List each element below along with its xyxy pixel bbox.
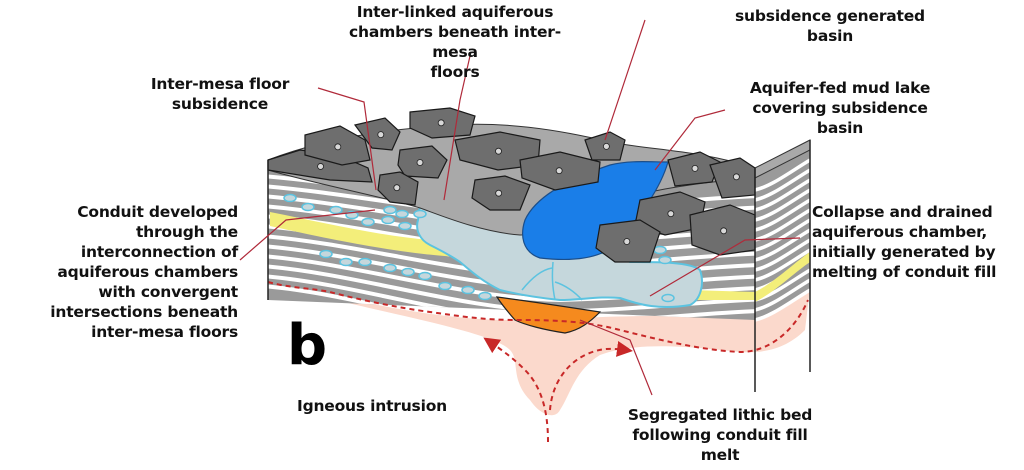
aquifer-bleb xyxy=(398,221,412,231)
strata-side-band xyxy=(754,288,811,322)
aquifer-bleb xyxy=(383,263,397,273)
label-floor-subsidence: Inter-mesa floor subsidence xyxy=(150,75,290,113)
vesicle-dot xyxy=(691,164,699,172)
panel-letter: b xyxy=(287,313,328,378)
igneous-intrusion-body xyxy=(268,280,810,416)
label-conduit: Conduit developed through the interconne… xyxy=(50,203,238,341)
yellow-bed-front xyxy=(270,212,476,258)
vesicle-dot xyxy=(377,131,385,139)
aquifer-bleb xyxy=(658,255,672,265)
strata-side-band xyxy=(754,158,811,192)
strata-band-white xyxy=(268,284,761,320)
flow-arrows xyxy=(521,261,583,301)
vesicle-dot xyxy=(334,143,342,151)
aquifer-bleb xyxy=(418,271,432,281)
strata-side-band xyxy=(754,238,811,272)
strata-side-band xyxy=(754,278,811,312)
aquifer-bleb xyxy=(329,205,343,215)
strata-band-white xyxy=(268,274,761,320)
strata-side xyxy=(754,150,811,322)
vesicle-dot xyxy=(393,184,401,192)
aquifer-blebs xyxy=(283,193,675,303)
intrusion-contact-dashed xyxy=(267,281,809,354)
label-collapse-chamber: Collapse and drained aquiferous chamber,… xyxy=(812,203,997,281)
aquifer-bleb xyxy=(358,257,372,267)
aquifer-bleb xyxy=(339,257,353,267)
strata-side-band xyxy=(754,218,811,252)
vesicle-dot xyxy=(623,238,631,245)
aquifer-bleb xyxy=(301,202,315,212)
vesicle-dot xyxy=(495,189,503,197)
vesicle-dot xyxy=(437,119,445,127)
aquifer-bleb xyxy=(401,267,415,277)
label-mud-lake: Aquifer-fed mud lake covering subsidence… xyxy=(749,79,931,137)
vesicle-dot xyxy=(317,163,324,170)
label-igneous-intrusion: Igneous intrusion xyxy=(297,397,447,415)
aquifer-bleb xyxy=(653,245,667,255)
aquifer-bleb xyxy=(395,209,409,219)
aquifer-bleb xyxy=(361,217,375,227)
intrusion-flow-arrow-left xyxy=(483,337,549,443)
aquifer-bleb xyxy=(381,215,395,225)
lithic-bed xyxy=(495,296,602,334)
intrusion-flow-arrow-right xyxy=(549,341,633,411)
yellow-bed-right xyxy=(690,290,755,300)
aquifer-bleb xyxy=(413,209,427,219)
vesicle-dot xyxy=(495,147,502,155)
vesicle-dot xyxy=(720,227,728,235)
strata-side-band xyxy=(754,228,811,262)
strata-side-band xyxy=(754,188,811,222)
mesa-blocks xyxy=(267,107,756,263)
strata-side-band xyxy=(754,198,811,232)
vesicle-dot xyxy=(733,173,740,181)
vesicle-dot xyxy=(555,167,563,175)
block-outline xyxy=(267,140,811,392)
strata-side-band xyxy=(754,248,811,282)
yellow-bed-side xyxy=(755,252,810,302)
vesicle-dot xyxy=(603,142,610,150)
aquifer-bleb xyxy=(283,193,297,203)
vesicle-dot xyxy=(416,159,424,166)
aquifer-bleb xyxy=(461,285,475,295)
label-interlinked-chambers: Inter-linked aquiferous chambers beneath… xyxy=(349,3,561,81)
strata-side-band xyxy=(754,168,811,202)
strata-side-band xyxy=(754,178,811,212)
aquifer-bleb xyxy=(319,249,333,259)
strata-side-band xyxy=(754,208,811,242)
aquifer-bleb xyxy=(661,293,675,303)
label-subsidence-basin: subsidence generated basin xyxy=(735,7,925,45)
label-lithic-bed: Segregated lithic bed following conduit … xyxy=(627,406,813,464)
vesicle-dot xyxy=(667,210,675,218)
aquifer-bleb xyxy=(383,205,397,215)
aquifer-bleb xyxy=(438,281,452,291)
aquifer-bleb xyxy=(478,291,492,301)
leader-lines xyxy=(239,19,801,396)
